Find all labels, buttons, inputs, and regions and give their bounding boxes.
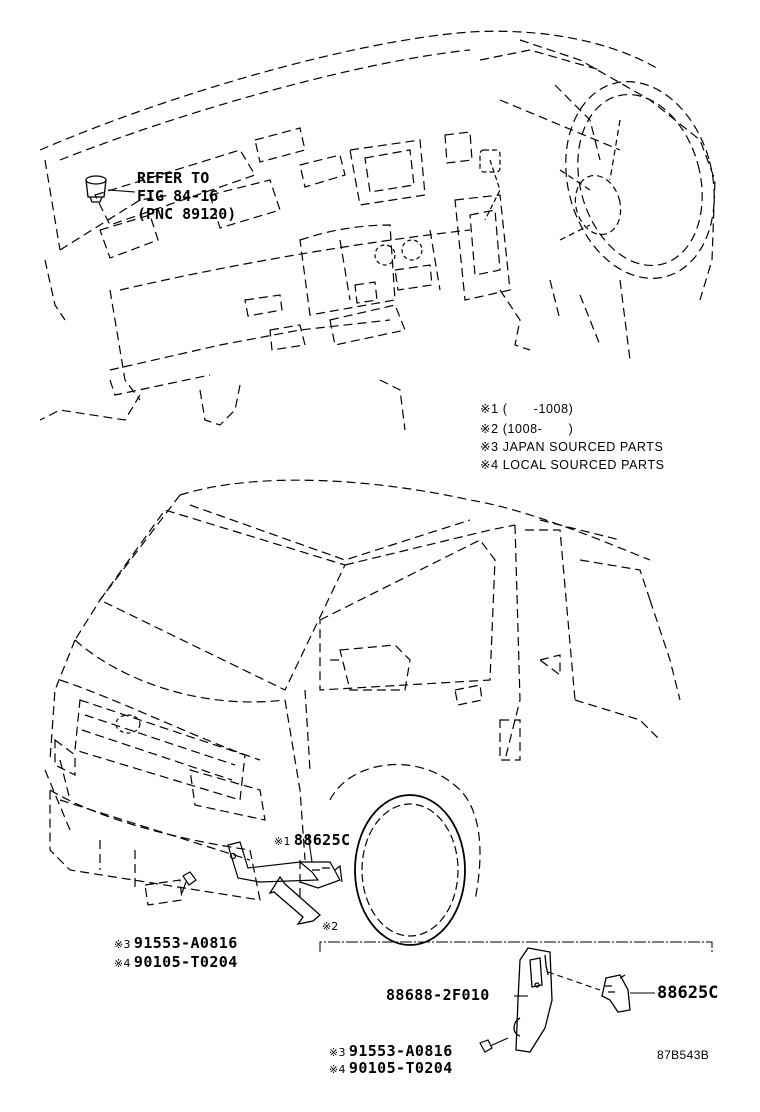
note-mark-4-lower: ※4 — [328, 1063, 346, 1076]
height-sensor-assembly — [227, 841, 343, 889]
note-mark-3-lower: ※3 — [328, 1046, 346, 1059]
refer-line-3: (PNC 89120) — [137, 205, 237, 223]
refer-leader-line — [107, 189, 136, 193]
bolt-upper-icon — [181, 871, 197, 894]
referenced-clip-icon — [85, 175, 107, 203]
bracket-88688-icon — [513, 947, 553, 1053]
refer-line-1: REFER TO — [137, 169, 210, 187]
note-mark-1: ※1 — [273, 835, 291, 848]
detail-view — [319, 941, 713, 1053]
part-number-91553-lower: 91553-A0816 — [348, 1042, 453, 1060]
note-mark-3: ※3 — [113, 938, 131, 951]
part-number-88625c: 88625C — [293, 831, 351, 849]
note-mark-2: ※2 — [322, 920, 339, 933]
legend-item-1: ※1 ( -1008) — [480, 402, 574, 416]
legend-item-2: ※2 (1008- ) — [480, 422, 574, 436]
legend-item-4: ※4 LOCAL SOURCED PARTS — [480, 458, 665, 472]
callout-bracket-88688[interactable]: 88688-2F010 — [386, 986, 490, 1004]
bolt-lower-icon — [479, 1037, 509, 1053]
callout-88625c-lower[interactable]: 88625C — [657, 983, 719, 1003]
part-number-90105: 90105-T0204 — [133, 953, 238, 971]
dashboard-illustration — [39, 30, 716, 431]
van-illustration — [44, 479, 681, 946]
sensor-88625c-icon — [601, 974, 631, 1013]
note-mark-4: ※4 — [113, 957, 131, 970]
refer-line-2: FIG 84-16 — [137, 187, 219, 205]
part-number-90105-lower: 90105-T0204 — [348, 1059, 453, 1077]
legend-item-3: ※3 JAPAN SOURCED PARTS — [480, 440, 664, 454]
diagram-code: 87B543B — [657, 1048, 710, 1062]
view-arrow — [268, 875, 321, 925]
part-number-91553: 91553-A0816 — [133, 934, 238, 952]
